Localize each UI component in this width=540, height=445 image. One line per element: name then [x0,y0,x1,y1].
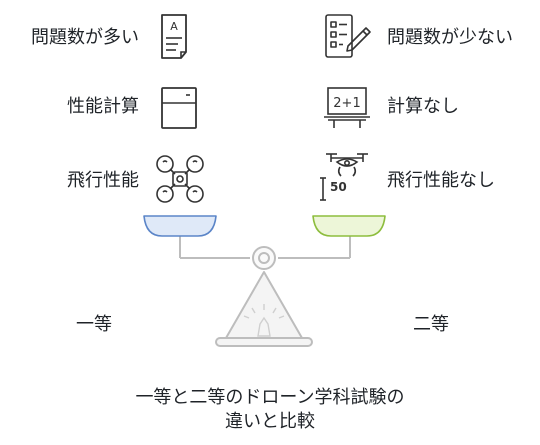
form-pencil-icon [322,12,372,62]
left-label-many-questions: 問題数が多い [31,27,139,48]
chalkboard-icon: 2+1 [322,86,372,130]
left-pan [142,214,218,238]
right-pan [311,214,387,238]
calculator-icon [158,85,200,131]
left-label-flight-performance: 飛行性能 [67,170,139,191]
diagram-title-line2: 違いと比較 [225,411,315,432]
right-label-few-questions: 問題数が少ない [387,27,513,48]
drone-altitude-icon: 50 [319,152,375,204]
diagram-title-line1: 一等と二等のドローン学科試験の [135,387,405,408]
svg-text:2+1: 2+1 [333,96,360,111]
drone-icon [154,153,206,205]
document-icon: A [156,12,192,62]
svg-text:A: A [170,20,178,33]
altitude-text: 50 [330,180,347,194]
left-label-performance-calc: 性能計算 [67,96,139,117]
grade-first-label: 一等 [76,314,112,335]
balance-scale [140,210,390,355]
right-label-no-flight-performance: 飛行性能なし [387,170,495,191]
grade-second-label: 二等 [413,314,449,335]
right-label-no-calc: 計算なし [387,96,459,117]
